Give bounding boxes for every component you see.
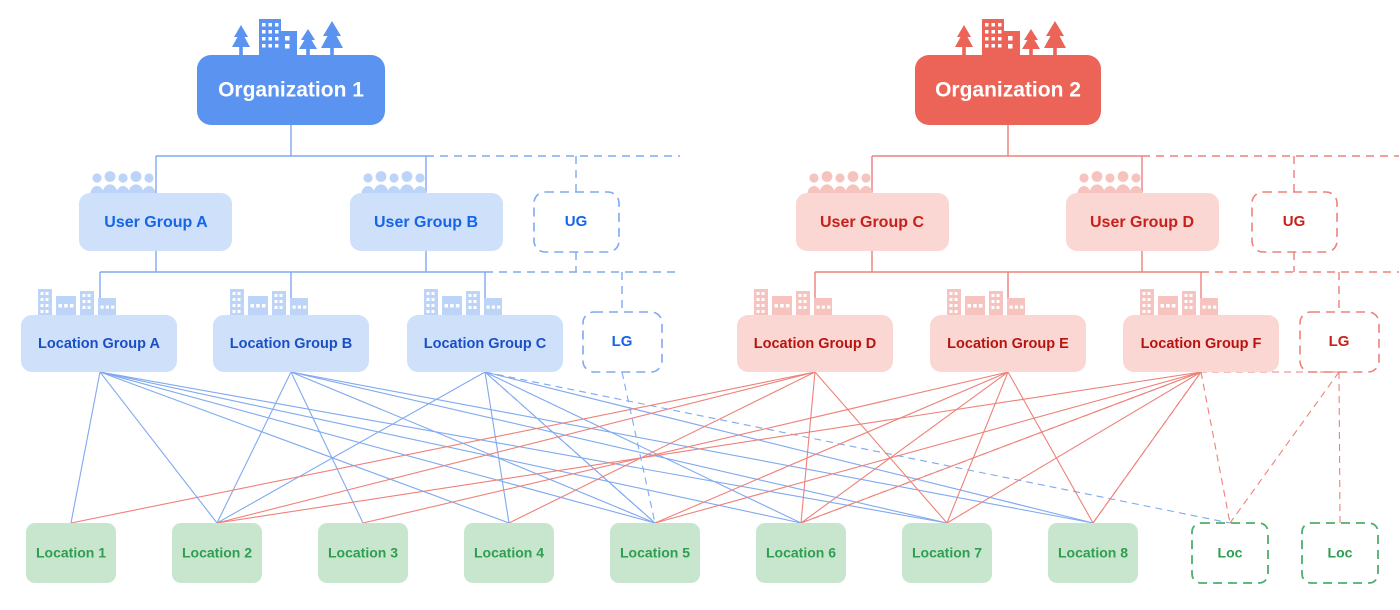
edges-location-group-to-location xyxy=(70,371,1341,524)
node-location-placeholder-2[interactable]: Loc xyxy=(1301,522,1379,584)
node-location-8[interactable]: Location 8 xyxy=(1048,523,1138,583)
user-group-d-label: User Group D xyxy=(1090,214,1194,231)
shops-icon-location-group-b xyxy=(230,289,308,315)
edges-from-lg-placeholder-blue xyxy=(621,371,656,524)
edges-from-location-group-f-dashed xyxy=(800,371,1231,524)
edges-from-location-group-c-dashed xyxy=(484,371,1231,524)
location-7-label: Location 7 xyxy=(912,545,982,561)
node-location-group-a[interactable]: Location Group A xyxy=(21,315,177,372)
user-group-placeholder-red-label: UG xyxy=(1283,213,1306,230)
user-group-b-label: User Group B xyxy=(374,214,478,231)
edges-from-location-group-b xyxy=(216,371,1094,524)
shops-icon-location-group-a xyxy=(38,289,116,315)
connectors-org1-dashed xyxy=(426,155,680,312)
user-group-placeholder-blue-label: UG xyxy=(565,213,588,230)
people-icon-user-group-b xyxy=(361,171,427,194)
node-user-group-a[interactable]: User Group A xyxy=(79,193,232,251)
location-group-a-label: Location Group A xyxy=(38,336,160,352)
node-location-group-e[interactable]: Location Group E xyxy=(930,315,1086,372)
edges-from-location-group-c xyxy=(216,371,1094,524)
edges-from-lg-placeholder-red xyxy=(1201,371,1341,524)
shops-icon-location-group-f xyxy=(1140,289,1218,315)
node-location-4[interactable]: Location 4 xyxy=(464,523,554,583)
edges-from-location-group-a xyxy=(70,371,948,524)
node-location-3[interactable]: Location 3 xyxy=(318,523,408,583)
location-3-label: Location 3 xyxy=(328,545,398,561)
node-location-2[interactable]: Location 2 xyxy=(172,523,262,583)
node-location-6[interactable]: Location 6 xyxy=(756,523,846,583)
people-icon-user-group-a xyxy=(90,171,156,194)
location-group-e-label: Location Group E xyxy=(947,336,1069,352)
location-6-label: Location 6 xyxy=(766,545,836,561)
node-location-group-d[interactable]: Location Group D xyxy=(737,315,893,372)
location-placeholder-2-label: Loc xyxy=(1328,545,1353,561)
node-user-group-b[interactable]: User Group B xyxy=(350,193,503,251)
people-icon-user-group-d xyxy=(1077,171,1143,194)
location-1-label: Location 1 xyxy=(36,545,106,561)
cityscape-icon-org1 xyxy=(232,19,343,55)
location-placeholder-1-label: Loc xyxy=(1218,545,1243,561)
location-group-placeholder-red-label: LG xyxy=(1329,333,1350,350)
node-organization-2[interactable]: Organization 2 xyxy=(915,55,1101,125)
location-8-label: Location 8 xyxy=(1058,545,1128,561)
node-location-group-c[interactable]: Location Group C xyxy=(407,315,563,372)
location-2-label: Location 2 xyxy=(182,545,252,561)
location-group-c-label: Location Group C xyxy=(424,336,547,352)
node-location-1[interactable]: Location 1 xyxy=(26,523,116,583)
node-location-group-b[interactable]: Location Group B xyxy=(213,315,369,372)
shops-icon-location-group-c xyxy=(424,289,502,315)
people-icon-user-group-c xyxy=(807,171,873,194)
user-group-a-label: User Group A xyxy=(104,214,208,231)
connectors-org2 xyxy=(814,125,1202,315)
node-location-group-placeholder-red[interactable]: LG xyxy=(1299,311,1380,373)
node-user-group-c[interactable]: User Group C xyxy=(796,193,949,251)
location-group-d-label: Location Group D xyxy=(754,336,876,352)
node-organization-1[interactable]: Organization 1 xyxy=(197,55,385,125)
node-user-group-placeholder-blue[interactable]: UG xyxy=(533,191,620,253)
user-group-c-label: User Group C xyxy=(820,214,924,231)
node-user-group-placeholder-red[interactable]: UG xyxy=(1251,191,1338,253)
location-4-label: Location 4 xyxy=(474,545,544,561)
node-user-group-d[interactable]: User Group D xyxy=(1066,193,1219,251)
node-location-placeholder-1[interactable]: Loc xyxy=(1191,522,1269,584)
location-group-b-label: Location Group B xyxy=(230,336,352,352)
node-location-group-placeholder-blue[interactable]: LG xyxy=(582,311,663,373)
location-5-label: Location 5 xyxy=(620,545,690,561)
organization-2-label: Organization 2 xyxy=(935,79,1081,102)
edges-from-location-group-e xyxy=(362,371,1094,524)
connectors-org1 xyxy=(99,125,486,315)
edges-from-location-group-d xyxy=(70,371,948,524)
node-location-7[interactable]: Location 7 xyxy=(902,523,992,583)
location-group-f-label: Location Group F xyxy=(1141,336,1262,352)
shops-icon-location-group-e xyxy=(947,289,1025,315)
cityscape-icon-org2 xyxy=(955,19,1066,55)
organization-1-label: Organization 1 xyxy=(218,79,364,102)
node-location-5[interactable]: Location 5 xyxy=(610,523,700,583)
connectors-org2-dashed xyxy=(1142,155,1399,312)
location-group-placeholder-blue-label: LG xyxy=(612,333,633,350)
node-location-group-f[interactable]: Location Group F xyxy=(1123,315,1279,372)
shops-icon-location-group-d xyxy=(754,289,832,315)
